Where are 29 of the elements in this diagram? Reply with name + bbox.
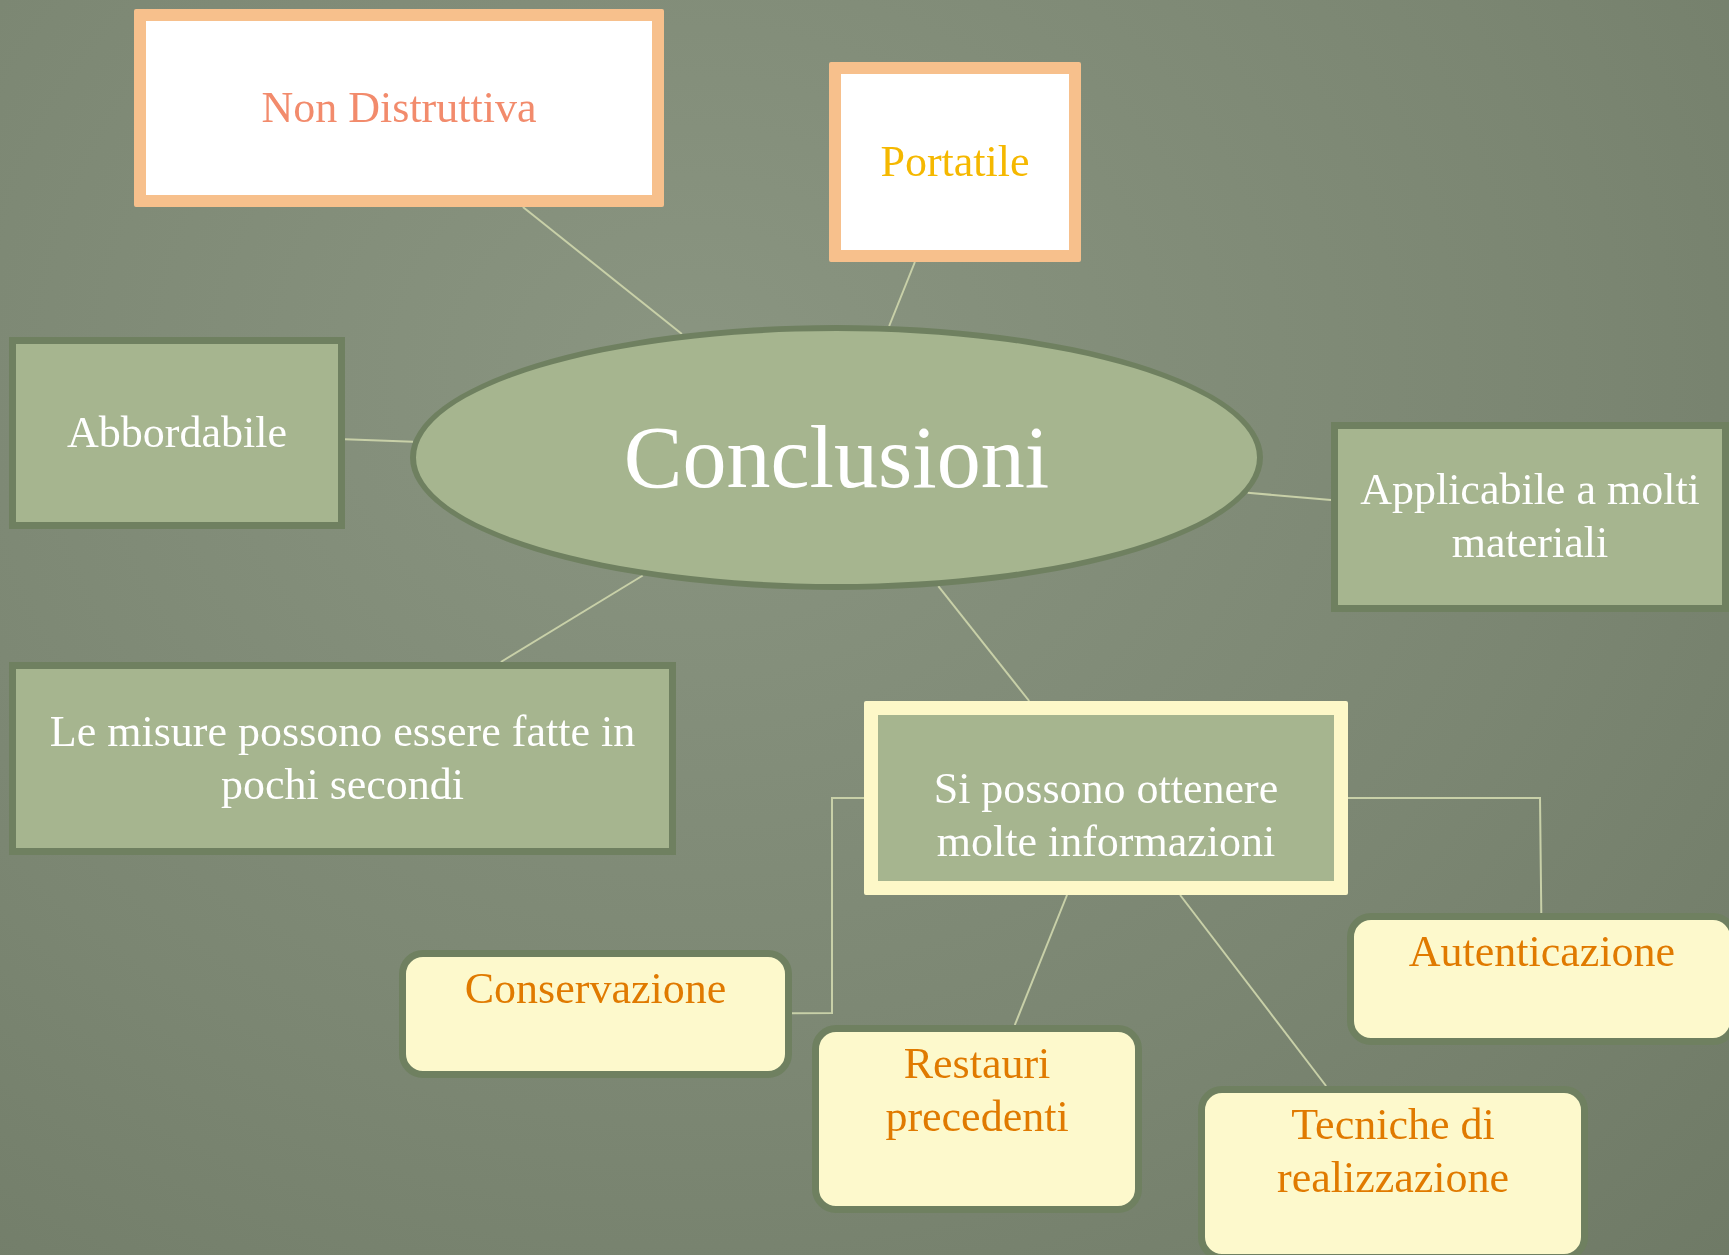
connector-line (1347, 797, 1543, 914)
node-label: Applicabile a molti materiali (1359, 464, 1701, 569)
concept-box (864, 701, 1348, 895)
detail-box (399, 950, 792, 1078)
concept-box (134, 9, 664, 207)
connector-line (888, 261, 916, 327)
node-label: Si possono ottenere molte informazioni (932, 763, 1280, 868)
node-label: Non Distruttiva (261, 81, 537, 134)
node-label: Portatile (880, 135, 1030, 188)
connector-line (791, 797, 865, 1015)
concept-box (829, 62, 1081, 262)
connector-line (1246, 491, 1332, 501)
topic-title: Conclusioni (623, 407, 1050, 508)
connector-line (499, 574, 644, 663)
concept-box (1331, 422, 1729, 612)
concept-box (9, 337, 345, 529)
node-label: Autenticazione (1408, 926, 1676, 978)
node-label: Restauri precedenti (884, 1038, 1070, 1143)
node-label: Tecniche di realizzazione (1276, 1099, 1510, 1204)
detail-box (1347, 913, 1729, 1045)
detail-box (1198, 1086, 1588, 1255)
connector-line (1179, 894, 1328, 1087)
node-label: Le misure possono essere fatte in pochi secondi (48, 705, 637, 811)
connector-line (1013, 894, 1068, 1026)
concept-box (9, 662, 676, 855)
node-label: Abbordabile (67, 406, 287, 459)
node-label: Conservazione (464, 963, 727, 1015)
connector-line (521, 206, 683, 335)
detail-box (812, 1025, 1142, 1213)
